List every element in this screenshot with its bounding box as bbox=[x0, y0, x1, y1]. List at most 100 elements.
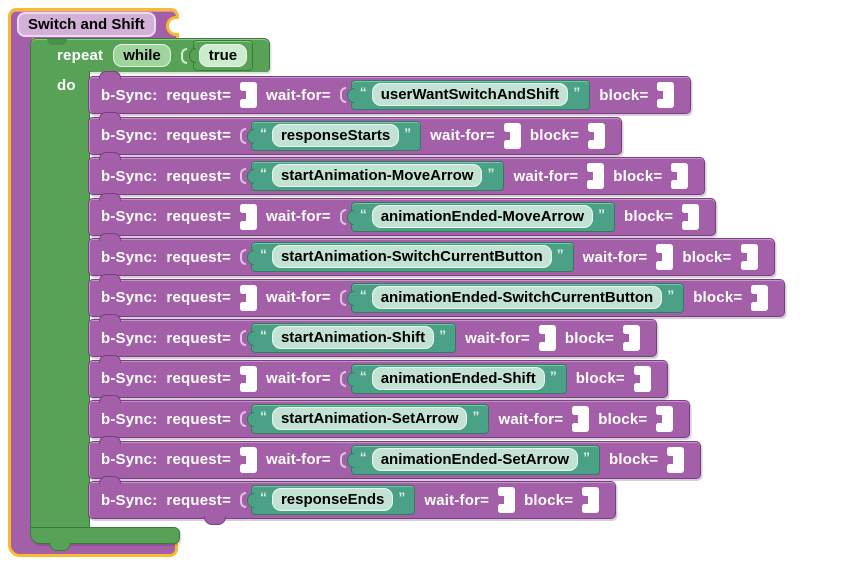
wait-for-label: wait-for= bbox=[430, 127, 495, 144]
bsync-label: b-Sync: bbox=[101, 329, 158, 347]
wait-for-label: wait-for= bbox=[582, 248, 648, 266]
puzzle-socket-icon[interactable] bbox=[588, 122, 606, 149]
switch-and-shift-block-header[interactable]: Switch and Shift bbox=[8, 8, 179, 41]
string-value-field[interactable]: animationEnded-Shift bbox=[371, 366, 545, 390]
puzzle-socket-icon[interactable] bbox=[751, 284, 769, 311]
puzzle-socket-icon[interactable] bbox=[671, 163, 689, 189]
puzzle-socket-icon[interactable] bbox=[682, 203, 700, 230]
true-boolean-block[interactable]: true bbox=[188, 40, 254, 71]
bsync-block[interactable]: b-Sync:request=wait-for=“userWantSwitchA… bbox=[88, 71, 692, 114]
bsync-label: b-Sync: bbox=[101, 370, 158, 387]
bsync-block[interactable]: b-Sync: request= “responseStarts” wait-for=… bbox=[88, 111, 623, 155]
string-value-field[interactable]: responseEnds bbox=[271, 488, 394, 511]
socket-cut-icon bbox=[239, 127, 246, 144]
bsync-label: b-Sync: bbox=[101, 451, 158, 468]
string-value-field[interactable]: animationEnded-SwitchCurrentButton bbox=[371, 285, 663, 309]
socket-cut-icon bbox=[239, 249, 246, 265]
bsync-label: b-Sync: bbox=[101, 491, 158, 509]
text-string-block[interactable]: “startAnimation-Shift” bbox=[246, 323, 457, 353]
bsync-block[interactable]: b-Sync:request=“startAnimation-SetArrow”… bbox=[88, 395, 691, 438]
switch-and-shift-left-spine[interactable] bbox=[8, 38, 32, 544]
string-value-field[interactable]: startAnimation-SetArrow bbox=[271, 407, 468, 430]
puzzle-socket-icon[interactable] bbox=[582, 487, 600, 513]
string-value-field[interactable]: startAnimation-SwitchCurrentButton bbox=[271, 245, 552, 268]
puzzle-socket-icon[interactable] bbox=[538, 325, 556, 351]
bsync-block[interactable]: b-Sync:request=wait-for=“animationEnded-… bbox=[88, 354, 668, 398]
bsync-block[interactable]: b-Sync:request=wait-for=“animationEnded-… bbox=[88, 273, 786, 317]
text-string-block[interactable]: “responseEnds” bbox=[246, 485, 416, 515]
puzzle-socket-icon[interactable] bbox=[740, 244, 758, 270]
bsync-block[interactable]: b-Sync:request=“startAnimation-Shift”wai… bbox=[88, 314, 657, 357]
puzzle-socket-icon[interactable] bbox=[239, 446, 257, 473]
wait-for-label: wait-for= bbox=[265, 451, 331, 468]
bsync-block[interactable]: b-Sync:request=wait-for=“animationEnded-… bbox=[88, 435, 702, 479]
close-quote: ” bbox=[439, 327, 447, 343]
close-quote: ” bbox=[487, 165, 495, 181]
repeat-while-block[interactable]: repeat while true bbox=[30, 38, 271, 72]
socket-cut-icon bbox=[239, 168, 246, 184]
bsync-block[interactable]: b-Sync:request=“responseEnds”wait-for=bl… bbox=[88, 476, 617, 525]
text-string-block[interactable]: “responseStarts” bbox=[246, 120, 422, 151]
string-value-field[interactable]: responseStarts bbox=[271, 123, 400, 147]
text-string-block[interactable]: “startAnimation-MoveArrow” bbox=[246, 161, 505, 191]
puzzle-socket-icon[interactable] bbox=[667, 446, 685, 473]
request-label: request= bbox=[166, 370, 231, 387]
puzzle-socket-icon[interactable] bbox=[239, 365, 257, 392]
puzzle-socket-icon[interactable] bbox=[239, 82, 257, 108]
request-label: request= bbox=[166, 410, 231, 428]
puzzle-socket-icon[interactable] bbox=[633, 365, 651, 392]
close-quote: ” bbox=[667, 286, 675, 303]
puzzle-socket-icon[interactable] bbox=[503, 122, 521, 149]
text-string-block[interactable]: “startAnimation-SetArrow” bbox=[246, 404, 490, 434]
block-label: block= bbox=[599, 86, 649, 104]
string-value-field[interactable]: animationEnded-MoveArrow bbox=[371, 204, 594, 228]
bsync-block[interactable]: b-Sync:request=wait-for=“animationEnded-… bbox=[88, 192, 717, 236]
puzzle-socket-icon[interactable] bbox=[656, 406, 674, 432]
puzzle-socket-icon[interactable] bbox=[656, 244, 674, 270]
puzzle-socket-icon[interactable] bbox=[239, 284, 257, 311]
puzzle-socket-icon[interactable] bbox=[572, 406, 590, 432]
open-quote: “ bbox=[359, 448, 367, 465]
text-string-block[interactable]: “animationEnded-SetArrow” bbox=[346, 444, 601, 475]
string-value-field[interactable]: userWantSwitchAndShift bbox=[371, 83, 569, 106]
string-value-field[interactable]: startAnimation-Shift bbox=[271, 326, 435, 349]
text-string-block[interactable]: “animationEnded-MoveArrow” bbox=[346, 201, 616, 232]
text-string-block[interactable]: “animationEnded-SwitchCurrentButton” bbox=[346, 282, 685, 313]
bsync-block[interactable]: b-Sync:request=“startAnimation-MoveArrow… bbox=[88, 152, 706, 195]
puzzle-socket-icon[interactable] bbox=[587, 163, 605, 189]
string-value-field[interactable]: animationEnded-SetArrow bbox=[371, 447, 579, 471]
wait-for-label: wait-for= bbox=[424, 491, 490, 509]
socket-cut-icon bbox=[339, 289, 346, 306]
block-label: block= bbox=[598, 410, 648, 428]
repeat-bottom-bar[interactable] bbox=[30, 527, 180, 551]
bsync-label: b-Sync: bbox=[101, 127, 158, 144]
request-label: request= bbox=[166, 208, 231, 225]
bsync-label: b-Sync: bbox=[101, 248, 158, 266]
repeat-do-spine[interactable]: do bbox=[30, 71, 90, 528]
bsync-block[interactable]: b-Sync:request=“startAnimation-SwitchCur… bbox=[88, 233, 775, 276]
puzzle-socket-icon[interactable] bbox=[657, 82, 675, 108]
open-quote: “ bbox=[359, 367, 367, 384]
string-value-field[interactable]: startAnimation-MoveArrow bbox=[271, 164, 483, 187]
while-mode-dropdown[interactable]: while bbox=[113, 44, 171, 67]
wait-for-label: wait-for= bbox=[265, 208, 331, 225]
puzzle-socket-icon[interactable] bbox=[623, 325, 640, 351]
puzzle-socket-icon[interactable] bbox=[498, 487, 516, 513]
boolean-value-field[interactable]: true bbox=[198, 44, 248, 67]
open-quote: “ bbox=[259, 165, 267, 181]
open-quote: “ bbox=[259, 124, 267, 141]
request-label: request= bbox=[166, 167, 231, 185]
block-title-field[interactable]: Switch and Shift bbox=[17, 12, 156, 37]
socket-cut-icon bbox=[339, 451, 346, 468]
socket-cut-icon[interactable] bbox=[165, 16, 179, 36]
text-string-block[interactable]: “startAnimation-SwitchCurrentButton” bbox=[246, 242, 574, 272]
request-label: request= bbox=[166, 86, 231, 104]
text-string-block[interactable]: “userWantSwitchAndShift” bbox=[346, 80, 591, 110]
do-label: do bbox=[57, 77, 76, 94]
text-string-block[interactable]: “animationEnded-Shift” bbox=[346, 363, 567, 394]
bsync-stack: b-Sync:request=wait-for=“userWantSwitchA… bbox=[88, 71, 786, 525]
puzzle-socket-icon[interactable] bbox=[239, 203, 257, 230]
close-quote: ” bbox=[556, 246, 564, 262]
request-label: request= bbox=[166, 127, 231, 144]
